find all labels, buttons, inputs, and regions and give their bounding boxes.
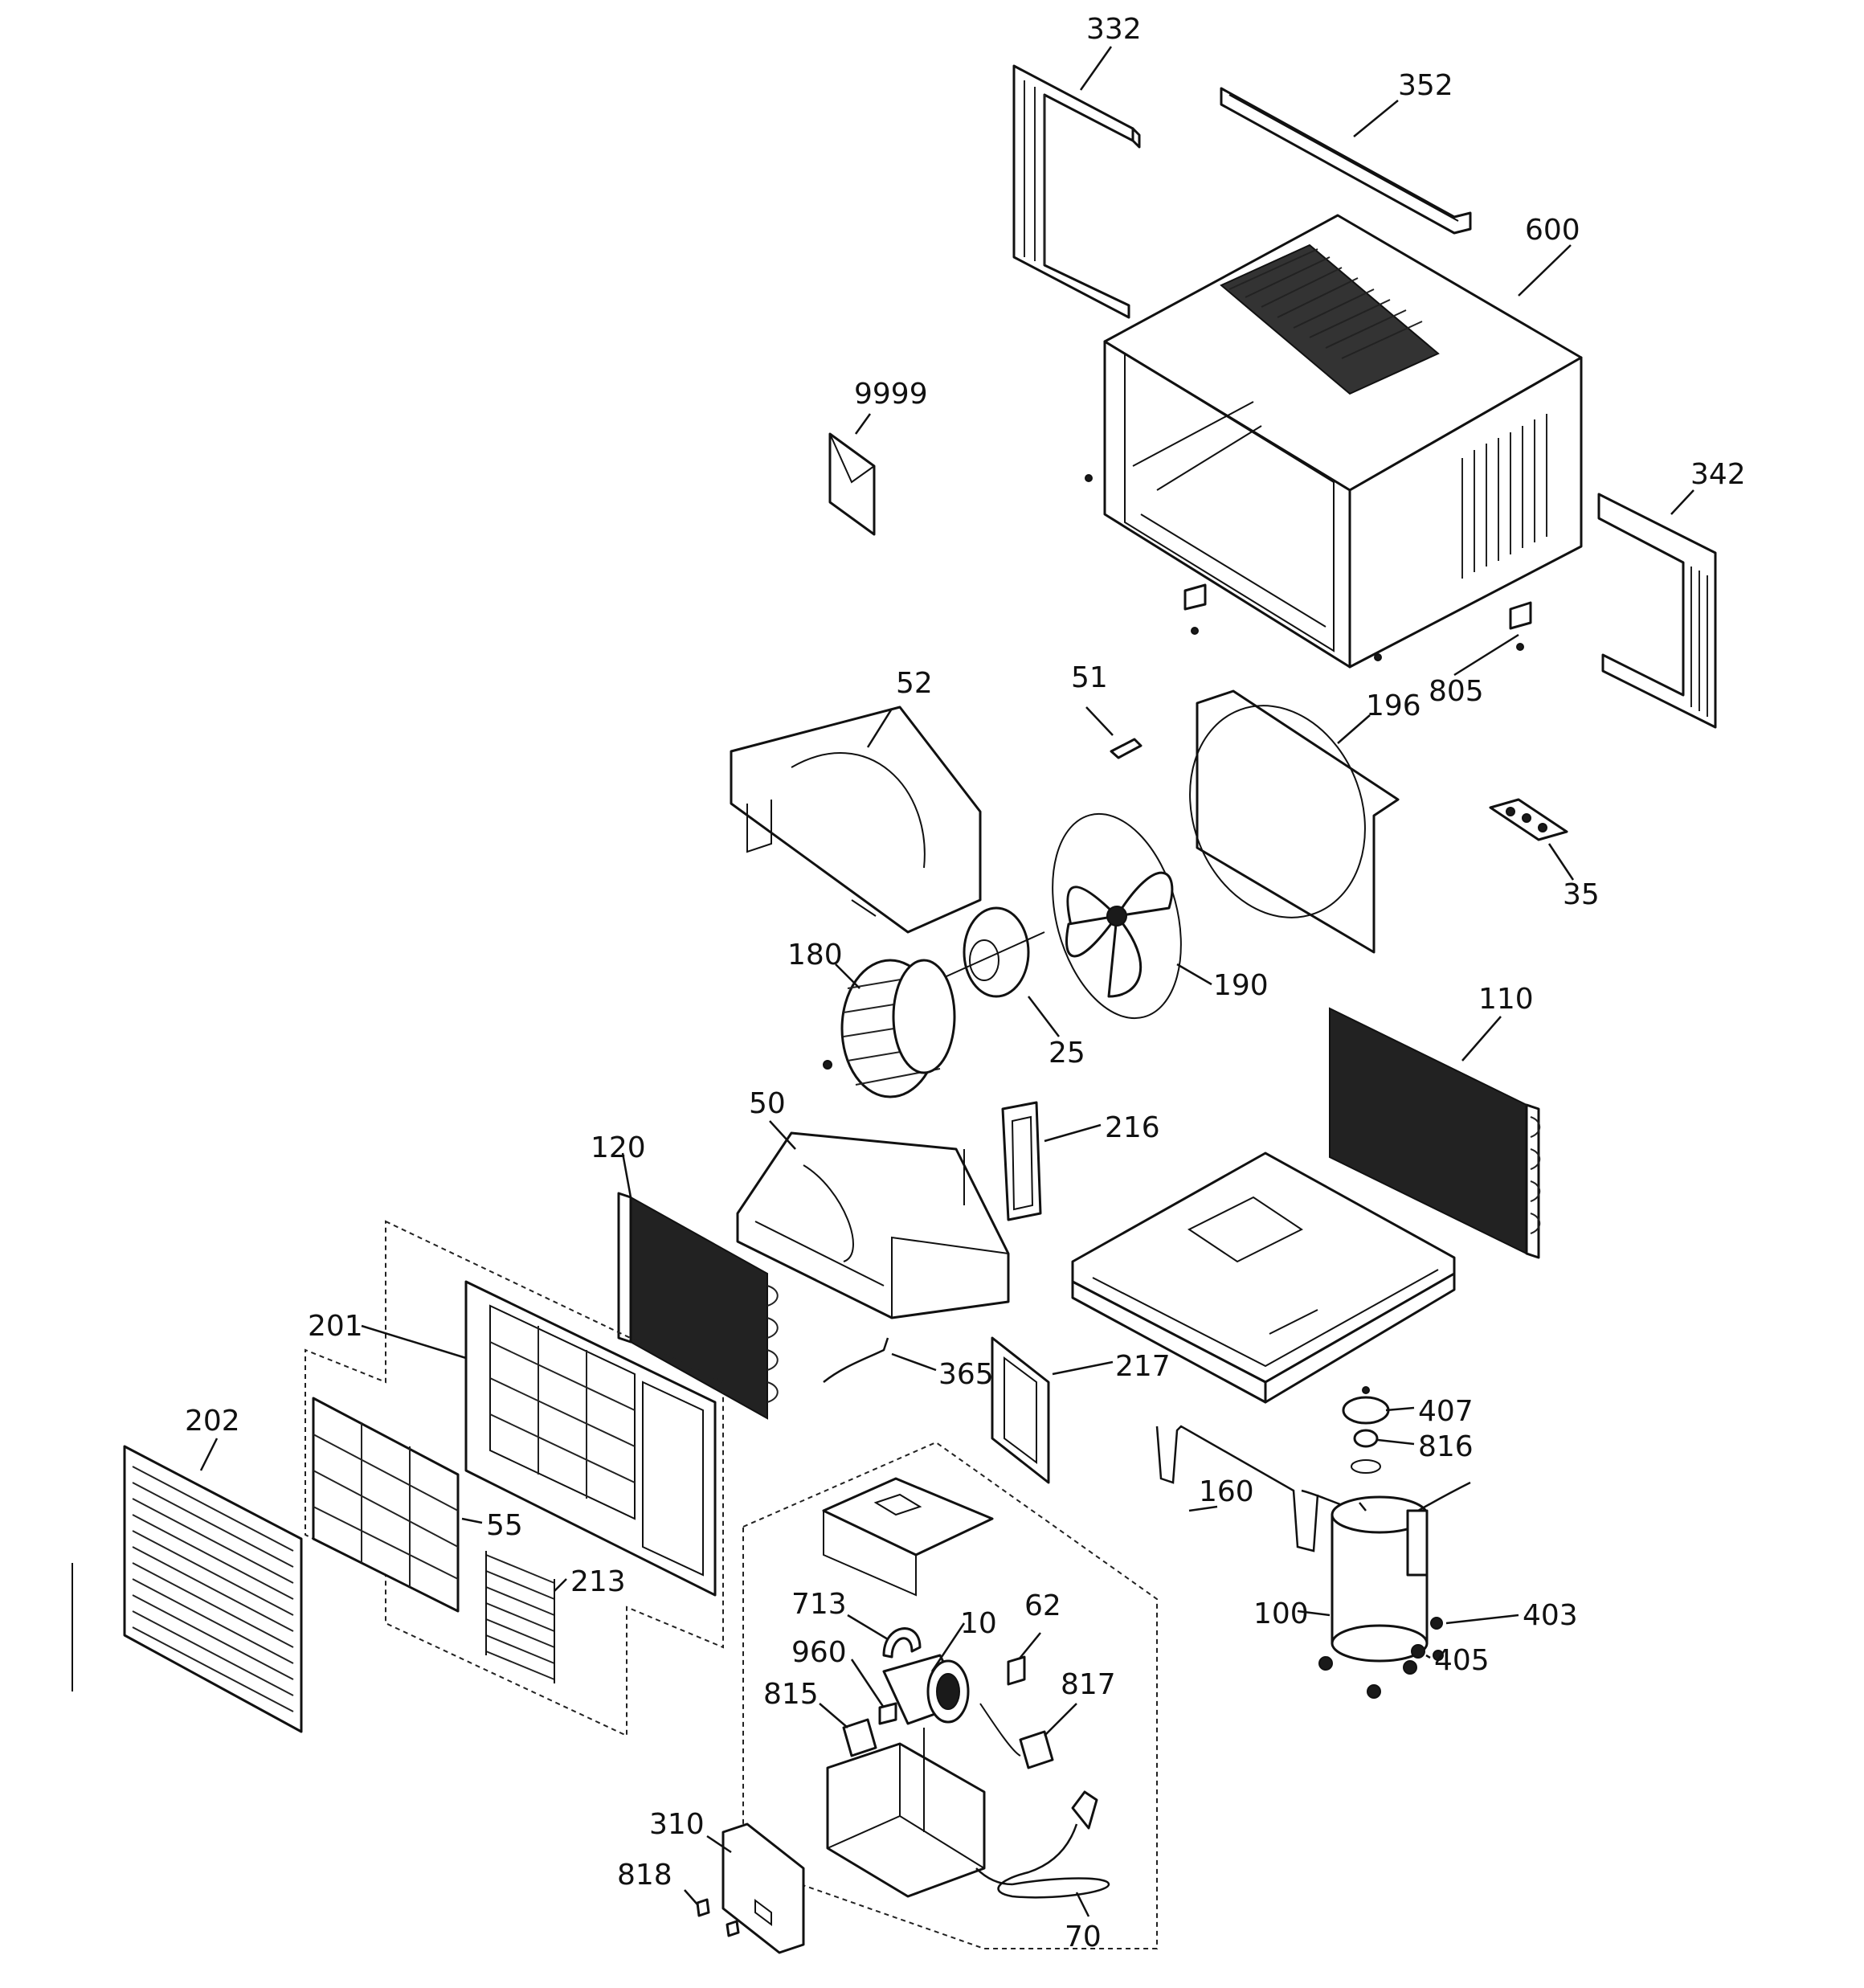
part-202-front-grille <box>123 1445 303 1733</box>
label-180: 180 <box>787 939 843 972</box>
label-600: 600 <box>1525 214 1580 247</box>
control-box <box>826 1728 986 1898</box>
part-110-condenser-coil <box>1329 1007 1541 1259</box>
part-352-top-rail <box>1220 87 1472 235</box>
part-407-overload <box>1342 1386 1390 1425</box>
part-160-tubing <box>1155 1425 1359 1552</box>
part-960-terminal <box>878 1702 897 1725</box>
part-62-relay <box>1007 1655 1026 1686</box>
label-160: 160 <box>1199 1475 1254 1508</box>
label-25: 25 <box>1048 1037 1085 1070</box>
label-816: 816 <box>1418 1430 1474 1463</box>
label-190: 190 <box>1213 969 1269 1002</box>
part-70-power-cord <box>975 1790 1110 1899</box>
label-50: 50 <box>749 1087 786 1120</box>
part-213-louvers <box>485 1551 555 1683</box>
front-panel-group-outline <box>305 1220 724 1737</box>
label-310: 310 <box>649 1808 705 1841</box>
part-196-orifice <box>1189 689 1400 954</box>
label-403: 403 <box>1523 1599 1578 1632</box>
label-201: 201 <box>308 1310 363 1343</box>
label-960: 960 <box>791 1636 847 1669</box>
part-52-shroud <box>730 706 982 934</box>
part-600-cabinet <box>1085 214 1583 669</box>
part-217-frame <box>991 1336 1050 1484</box>
label-110: 110 <box>1478 983 1534 1016</box>
part-51-clip <box>1110 738 1143 759</box>
label-202: 202 <box>185 1405 240 1438</box>
label-713: 713 <box>791 1588 847 1621</box>
part-120-evaporator-coil <box>617 1192 779 1420</box>
label-213: 213 <box>570 1565 626 1598</box>
part-10-capacitor <box>882 1654 970 1725</box>
part-201-front-frame <box>464 1280 717 1597</box>
part-180-blower-wheel <box>823 959 956 1098</box>
label-805: 805 <box>1429 675 1484 708</box>
part-403-grommet <box>1430 1617 1443 1630</box>
label-332: 332 <box>1086 13 1142 46</box>
part-25-motor <box>946 906 1045 998</box>
label-51: 51 <box>1071 661 1108 694</box>
part-216-frame <box>1001 1101 1042 1221</box>
part-labels: 332 352 600 9999 342 805 52 51 196 35 18… <box>185 13 1746 1953</box>
label-100: 100 <box>1253 1597 1309 1630</box>
part-9999-manual <box>828 432 876 536</box>
part-310-control-panel <box>721 1822 805 1954</box>
label-52: 52 <box>896 667 933 700</box>
part-342-side-curtain <box>1597 493 1717 729</box>
part-818-knob <box>696 1898 740 1937</box>
label-815: 815 <box>763 1678 819 1711</box>
label-217: 217 <box>1115 1350 1171 1383</box>
part-35-board <box>1489 798 1568 841</box>
leader-lines <box>199 46 1694 1917</box>
part-817-switch <box>979 1703 1054 1769</box>
label-407: 407 <box>1418 1395 1474 1428</box>
label-342: 342 <box>1690 458 1746 491</box>
part-55-filter <box>312 1397 460 1613</box>
label-352: 352 <box>1398 69 1453 102</box>
part-815-switch <box>842 1718 877 1757</box>
label-818: 818 <box>617 1859 672 1892</box>
part-405-nut <box>1411 1644 1425 1659</box>
part-190-fan-blade <box>1052 812 1182 1020</box>
label-70: 70 <box>1065 1921 1102 1953</box>
label-120: 120 <box>591 1131 646 1164</box>
label-55: 55 <box>486 1509 523 1542</box>
base-pan <box>1071 1151 1456 1404</box>
part-50-housing <box>736 1131 1010 1319</box>
label-216: 216 <box>1105 1111 1160 1144</box>
part-365-sensor <box>823 1337 889 1383</box>
label-196: 196 <box>1366 689 1421 722</box>
label-365: 365 <box>938 1358 994 1391</box>
label-9999: 9999 <box>854 378 928 411</box>
label-817: 817 <box>1061 1668 1116 1701</box>
part-332-side-curtain <box>1012 64 1141 319</box>
label-405: 405 <box>1434 1644 1490 1677</box>
part-100-compressor <box>1318 1481 1471 1699</box>
control-bracket <box>822 1477 994 1597</box>
part-816-gasket <box>1351 1429 1381 1474</box>
label-62: 62 <box>1024 1589 1061 1622</box>
label-10: 10 <box>960 1607 997 1640</box>
part-713-strap <box>882 1627 922 1659</box>
label-35: 35 <box>1563 878 1600 911</box>
